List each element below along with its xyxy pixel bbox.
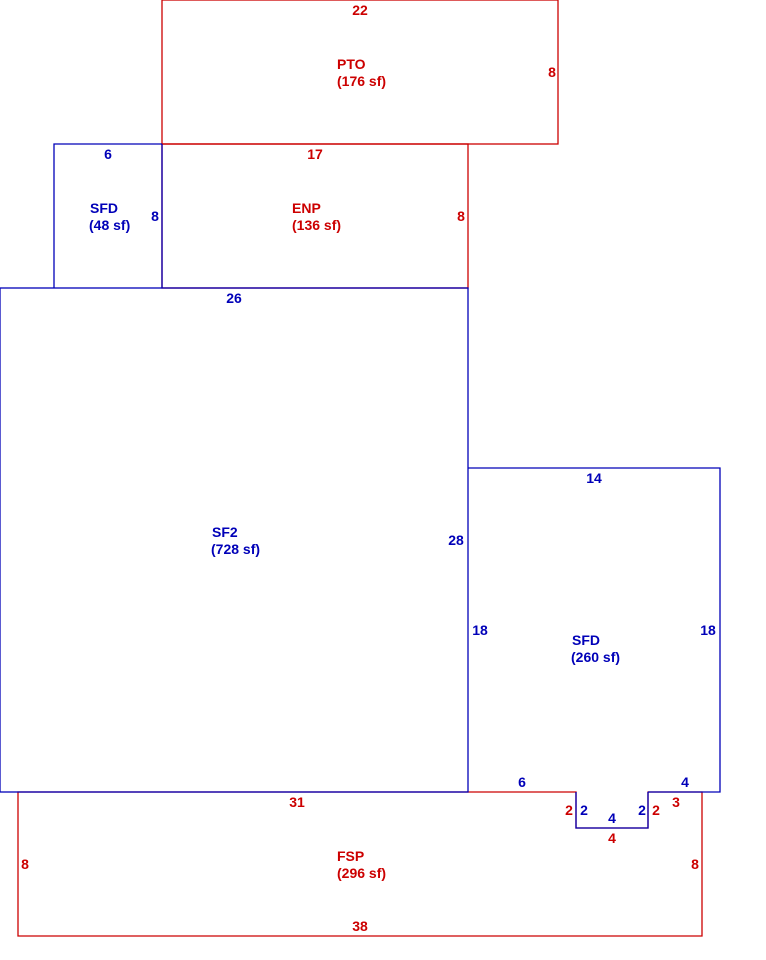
dim-fsp-notch-bottom: 4 <box>608 830 616 846</box>
dim-sfd-large-bottom-right: 4 <box>681 774 689 790</box>
fsp-area-label: (296 sf) <box>337 865 386 881</box>
dim-enp-top: 17 <box>307 146 323 162</box>
pto-area-label: (176 sf) <box>337 73 386 89</box>
sf2-area-label: (728 sf) <box>211 541 260 557</box>
fsp-outline <box>17 791 703 937</box>
dim-fsp-notch-right: 2 <box>652 802 660 818</box>
dim-sfd-small-top: 6 <box>104 146 112 162</box>
sfd-large-area-label: (260 sf) <box>571 649 620 665</box>
sfd-large-code-label: SFD <box>572 632 600 648</box>
sfd-large-notch <box>575 792 649 829</box>
dim-sf2-top: 26 <box>226 290 242 306</box>
dim-sfd-large-left: 18 <box>472 622 488 638</box>
fsp-code-label: FSP <box>337 848 364 864</box>
dim-fsp-top: 31 <box>289 794 305 810</box>
sf2-code-label: SF2 <box>212 524 238 540</box>
dim-fsp-right: 8 <box>691 856 699 872</box>
pto-outline <box>161 0 559 145</box>
dim-pto-top: 22 <box>352 2 368 18</box>
dim-sfd-large-bottom-left: 6 <box>518 774 526 790</box>
dim-sf2-right: 28 <box>448 532 464 548</box>
dim-pto-right: 8 <box>548 64 556 80</box>
dim-sfd-small-right: 8 <box>151 208 159 224</box>
dim-sfd-large-top: 14 <box>586 470 602 486</box>
sfd-small-area-label: (48 sf) <box>89 217 130 233</box>
dim-enp-right: 8 <box>457 208 465 224</box>
dim-sfd-large-notch-right: 2 <box>638 802 646 818</box>
dim-sfd-large-notch-bottom: 4 <box>608 810 616 826</box>
dim-sfd-large-right: 18 <box>700 622 716 638</box>
sf2-outline <box>0 287 469 793</box>
dim-fsp-notch-left: 2 <box>565 802 573 818</box>
enp-code-label: ENP <box>292 200 321 216</box>
dim-fsp-left: 8 <box>21 856 29 872</box>
dim-fsp-right-top: 3 <box>672 794 680 810</box>
enp-outline <box>161 143 469 289</box>
dim-fsp-bottom: 38 <box>352 918 368 934</box>
pto-code-label: PTO <box>337 56 366 72</box>
enp-area-label: (136 sf) <box>292 217 341 233</box>
sfd-large-outline <box>468 467 721 793</box>
sfd-small-outline <box>53 143 162 288</box>
dim-sfd-large-notch-left: 2 <box>580 802 588 818</box>
sfd-small-code-label: SFD <box>90 200 118 216</box>
